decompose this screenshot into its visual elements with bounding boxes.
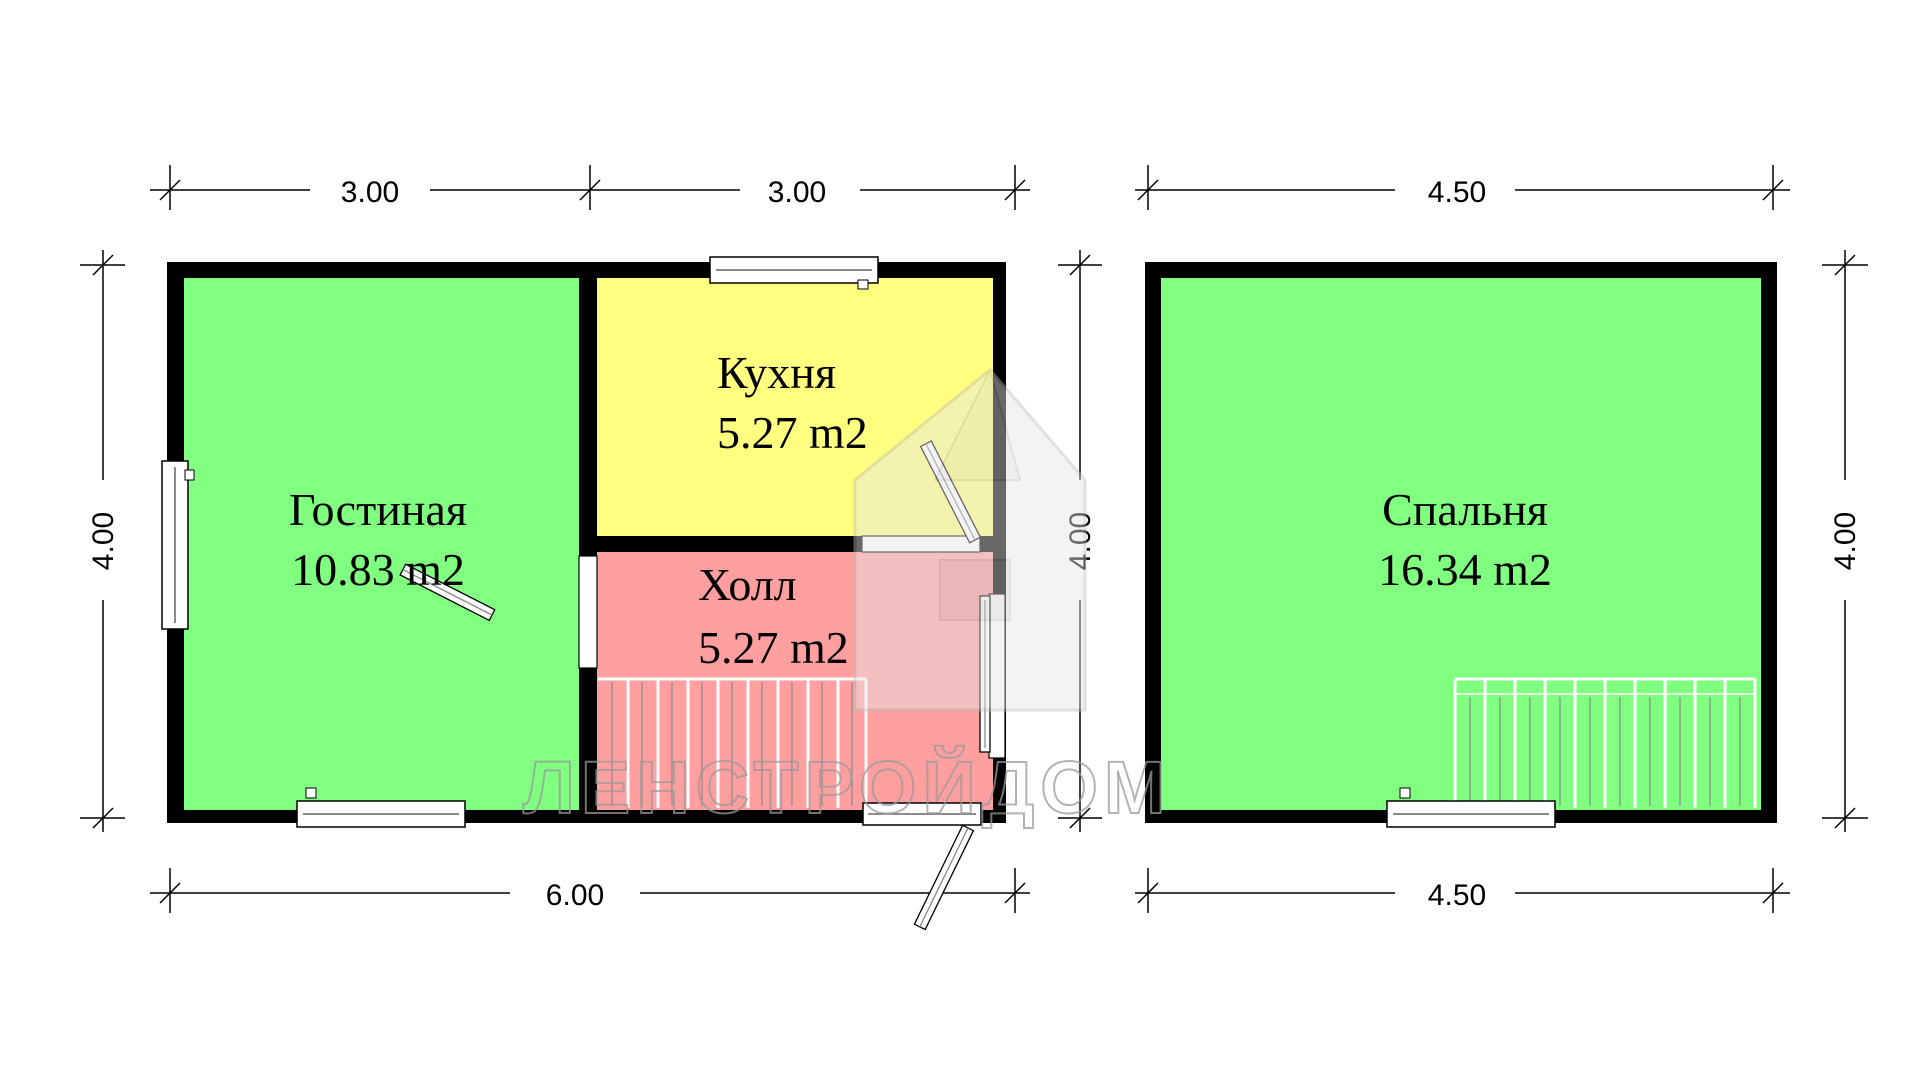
room-name-kitchen: Кухня — [717, 347, 836, 398]
doorway-kitchen-hall — [861, 535, 981, 553]
dim-label-ground-right: 4.00 — [1064, 512, 1097, 570]
door-leaf-living — [399, 563, 496, 622]
room-living-fill — [184, 278, 579, 810]
room-area-kitchen: 5.27 m2 — [717, 407, 868, 458]
window-kitchen-top — [709, 256, 879, 290]
dim-label-ground-top-left: 3.00 — [341, 176, 399, 209]
room-area-hall: 5.27 m2 — [698, 622, 849, 673]
upper-floor — [1145, 262, 1777, 828]
doorway-living-hall — [578, 555, 598, 669]
watermark-house-logo — [853, 367, 1087, 712]
dim-label-upper-right: 4.00 — [1829, 512, 1862, 570]
window-bedroom-bottom — [1386, 787, 1556, 828]
window-living-bottom — [296, 787, 466, 828]
dim-label-ground-bottom: 6.00 — [546, 879, 604, 912]
room-hall-fill — [597, 552, 993, 810]
window-living-left — [161, 460, 195, 630]
window-hall-bottom — [862, 802, 982, 826]
dim-label-upper-bottom: 4.50 — [1428, 879, 1486, 912]
dimension-lines — [80, 165, 1868, 913]
room-area-bedroom: 16.34 m2 — [1378, 544, 1552, 595]
door-leaf-hall-right — [979, 595, 991, 753]
room-area-living: 10.83 m2 — [291, 544, 465, 595]
door-leaf-kitchen — [919, 440, 982, 544]
dim-label-ground-top-right: 3.00 — [768, 176, 826, 209]
staircase-upper — [1453, 677, 1757, 808]
staircase-upper-shadow — [1469, 697, 1741, 806]
ground-floor — [161, 256, 1006, 931]
room-bedroom-fill — [1161, 278, 1761, 810]
room-name-living: Гостиная — [289, 484, 467, 535]
door-leaf-entrance — [913, 824, 975, 931]
staircase-ground-shadow — [611, 682, 853, 806]
room-name-bedroom: Спальня — [1382, 484, 1548, 535]
dim-label-upper-top: 4.50 — [1428, 176, 1486, 209]
watermark-text: ЛЕНСТРОЙДОМ — [523, 745, 1172, 829]
room-name-hall: Холл — [698, 559, 797, 610]
dim-label-ground-left: 4.00 — [87, 512, 120, 570]
staircase-ground — [598, 677, 868, 808]
room-kitchen-fill — [597, 278, 993, 536]
